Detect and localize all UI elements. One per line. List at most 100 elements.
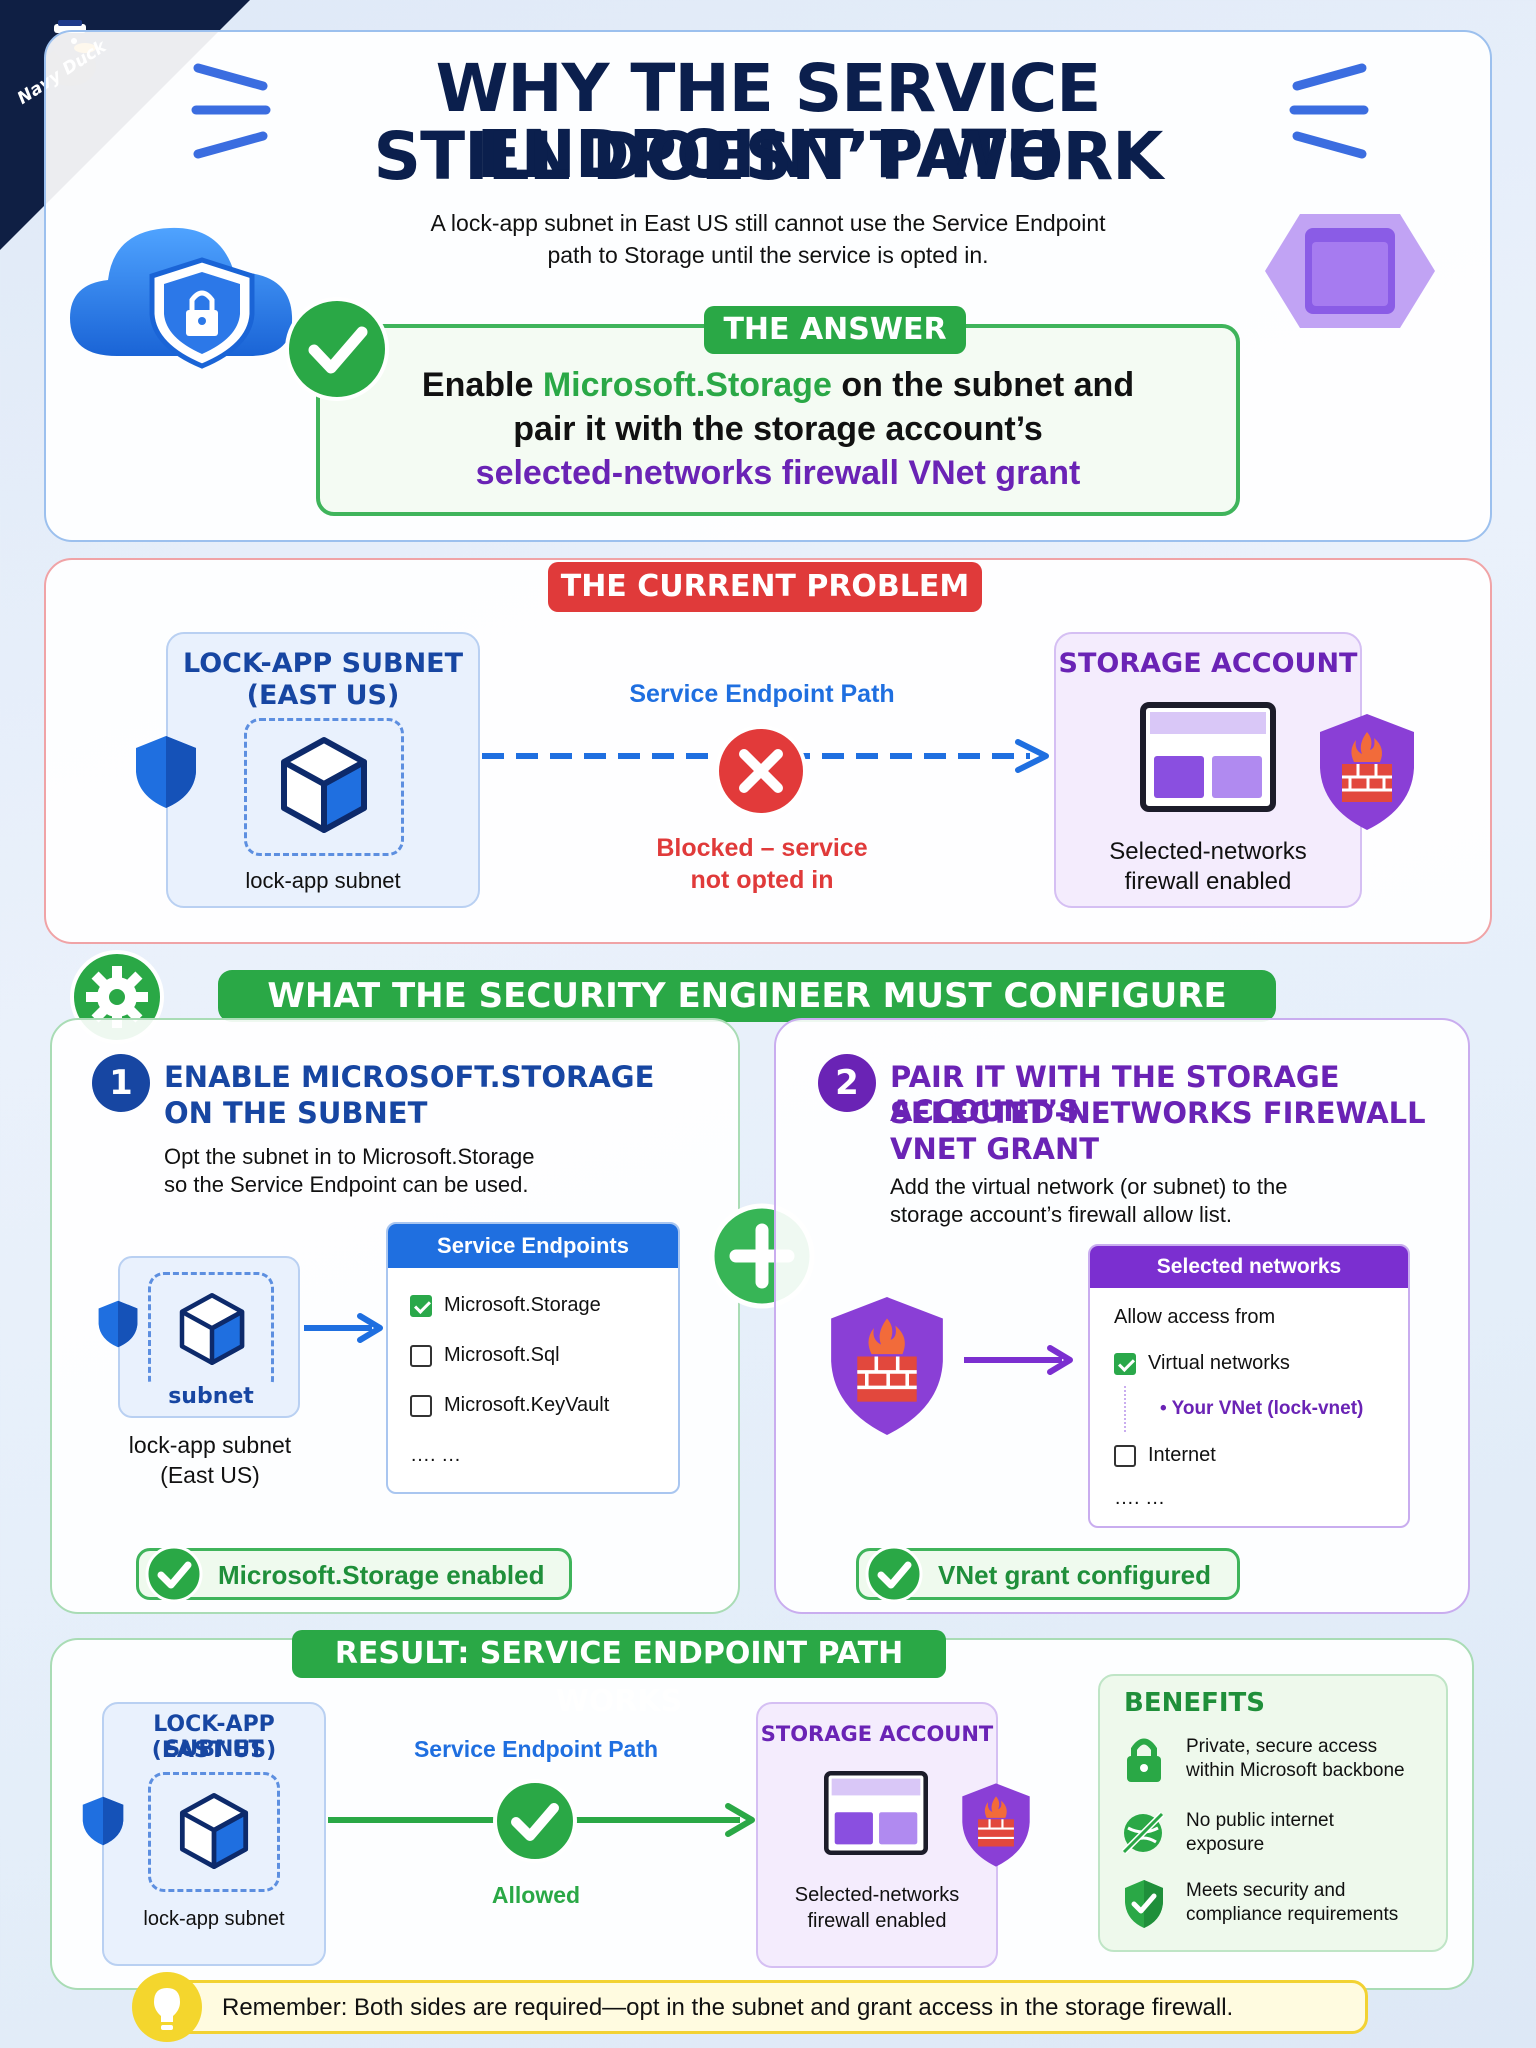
endpoint-row-storage[interactable]: Microsoft.Storage (410, 1280, 678, 1330)
answer-line1-pre: Enable (421, 366, 543, 404)
reminder-bar (136, 1980, 1368, 2034)
step1-status-check-icon (144, 1544, 204, 1609)
benefit-3-line2: compliance requirements (1186, 1904, 1399, 1925)
answer-box (316, 324, 1240, 516)
vnet-checkbox[interactable] (1114, 1352, 1136, 1375)
endpoint-sql-checkbox[interactable] (410, 1344, 432, 1367)
problem-subnet-dashed (244, 718, 404, 856)
result-storage-caption-2: firewall enabled (807, 1910, 947, 1932)
vnet-item: • Your VNet (lock-vnet) (1124, 1386, 1408, 1432)
problem-shield-icon (132, 732, 200, 817)
problem-subnet-label: lock-app subnet (245, 868, 401, 893)
result-storage-icon (824, 1770, 928, 1861)
answer-highlight: Microsoft.Storage (542, 366, 832, 404)
vnet-row[interactable]: Virtual networks (1114, 1340, 1408, 1386)
step1-desc-2: so the Service Endpoint can be used. (164, 1172, 529, 1197)
step1-title-2: ON THE SUBNET (164, 1096, 428, 1130)
internet-row[interactable]: Internet (1114, 1432, 1408, 1478)
problem-subnet-title-2: (EAST US) (246, 680, 400, 711)
endpoint-row-sql[interactable]: Microsoft.Sql (410, 1330, 678, 1380)
step1-status (136, 1548, 572, 1600)
problem-firewall-shield-icon (1314, 710, 1420, 839)
benefits-title: BENEFITS (1124, 1688, 1265, 1718)
globe-off-icon (1118, 1808, 1168, 1863)
step2-desc-1: Add the virtual network (or subnet) to t… (890, 1174, 1288, 1199)
step1-shield-icon (96, 1298, 140, 1355)
problem-storage-title: STORAGE ACCOUNT (1058, 648, 1358, 679)
step1-title-1: ENABLE MICROSOFT.STORAGE (164, 1060, 655, 1094)
benefit-1-line2: within Microsoft backbone (1186, 1760, 1405, 1781)
problem-storage-icon (1140, 702, 1276, 817)
answer-line2: pair it with the storage account’s (513, 410, 1043, 448)
endpoint-storage-label: Microsoft.Storage (444, 1294, 601, 1316)
benefit-2-line2: exposure (1186, 1834, 1265, 1855)
result-path-label: Service Endpoint Path (413, 1736, 659, 1762)
answer-line1: Enable Microsoft.Storage on the subnet a… (330, 366, 1226, 405)
result-banner: RESULT: SERVICE ENDPOINT PATH WORKS (292, 1630, 946, 1719)
step2-status-check-icon (864, 1544, 924, 1609)
result-shield-icon (80, 1794, 126, 1853)
blocked-x-icon (714, 724, 808, 823)
result-firewall-shield-icon (958, 1780, 1034, 1875)
problem-storage-caption-1: Selected-networks (1109, 838, 1307, 865)
shield-check-icon (1122, 1878, 1166, 1935)
allowed-check-icon (492, 1778, 578, 1869)
endpoint-sql-label: Microsoft.Sql (444, 1344, 560, 1366)
benefit-1-line1: Private, secure access (1186, 1736, 1378, 1757)
step1-subnet-caption-1: lock-app subnet (128, 1432, 292, 1458)
benefit-lock-icon (1122, 1736, 1166, 1789)
step1-arrow (302, 1310, 384, 1351)
decor-strokes-left (188, 58, 278, 173)
problem-storage-caption-2: firewall enabled (1124, 868, 1292, 895)
step2-desc-2: storage account’s firewall allow list. (890, 1202, 1232, 1227)
step1-desc-1: Opt the subnet in to Microsoft.Storage (164, 1144, 535, 1169)
step2-title-1: PAIR IT WITH THE STORAGE ACCOUNT’S (890, 1060, 1340, 1128)
step1-number-badge: 1 (92, 1054, 150, 1112)
result-cube-icon (176, 1790, 252, 1877)
step2-number-badge: 2 (818, 1054, 876, 1112)
problem-cube-icon (276, 734, 372, 841)
lightbulb-icon (130, 1970, 204, 2048)
allowed-label: Allowed (491, 1882, 581, 1908)
answer-line3: selected-networks firewall VNet grant (475, 454, 1081, 492)
blocked-line2: not opted in (690, 866, 834, 894)
step1-subnet-inner-label: subnet (148, 1384, 274, 1409)
problem-badge: THE CURRENT PROBLEM (548, 562, 982, 612)
service-endpoints-panel: Service Endpoints Microsoft.Storage Micr… (386, 1222, 680, 1494)
endpoint-more: …. … (410, 1444, 462, 1466)
cloud-lock-icon (62, 206, 302, 401)
endpoint-keyvault-label: Microsoft.KeyVault (444, 1394, 610, 1416)
service-endpoints-title: Service Endpoints (388, 1224, 678, 1268)
step1-cube-icon (176, 1290, 248, 1373)
result-subnet-title-2: (EAST US) (151, 1738, 277, 1763)
benefit-3-line1: Meets security and (1186, 1880, 1346, 1901)
endpoint-keyvault-checkbox[interactable] (410, 1394, 432, 1417)
result-subnet-dashed (148, 1772, 280, 1892)
storage-hex-icon (1260, 206, 1440, 341)
selected-networks-title: Selected networks (1090, 1246, 1408, 1288)
internet-checkbox[interactable] (1114, 1444, 1136, 1467)
step2-title-3: VNET GRANT (890, 1132, 1100, 1166)
vnet-label: Virtual networks (1148, 1352, 1290, 1374)
step2-arrow (962, 1342, 1078, 1383)
problem-subnet-title-1: LOCK-APP SUBNET (182, 648, 464, 679)
allow-access-label: Allow access from (1114, 1306, 1276, 1328)
selected-networks-more: …. … (1114, 1487, 1166, 1509)
configure-banner: WHAT THE SECURITY ENGINEER MUST CONFIGUR… (218, 970, 1276, 1022)
step1-number: 1 (109, 1063, 133, 1103)
answer-badge: THE ANSWER (704, 306, 966, 354)
result-subnet-label: lock-app subnet (143, 1908, 285, 1930)
endpoint-storage-checkbox[interactable] (410, 1294, 432, 1317)
step1-subnet-caption-2: (East US) (160, 1462, 260, 1488)
subtitle-line2: path to Storage until the service is opt… (547, 242, 989, 268)
step2-firewall-shield-icon (824, 1292, 950, 1445)
selected-networks-panel: Selected networks Allow access from Virt… (1088, 1244, 1410, 1528)
decor-strokes-right (1282, 58, 1372, 173)
answer-line1-post: on the subnet and (831, 366, 1135, 404)
problem-path-label: Service Endpoint Path (629, 680, 895, 708)
internet-label: Internet (1148, 1444, 1216, 1466)
result-subnet-title-1: LOCK-APP SUBNET (153, 1712, 275, 1762)
reminder-text: Remember: Both sides are required—opt in… (222, 1994, 1234, 2021)
endpoint-row-keyvault[interactable]: Microsoft.KeyVault (410, 1380, 678, 1430)
step2-title-2: SELECTED-NETWORKS FIREWALL (890, 1096, 1426, 1130)
